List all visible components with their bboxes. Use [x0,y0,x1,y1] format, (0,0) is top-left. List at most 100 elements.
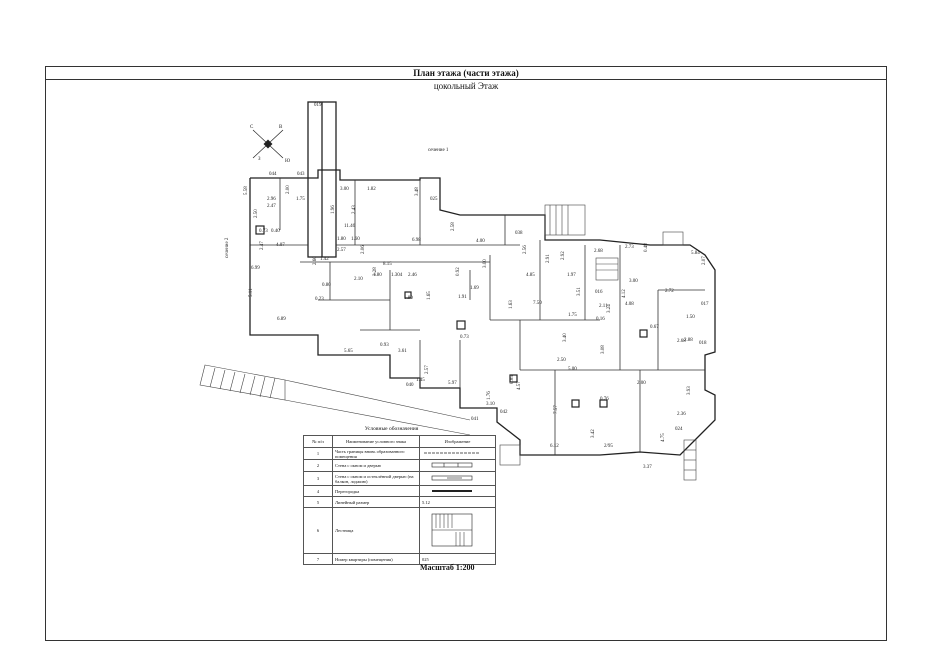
dimension-label: 1.75 [568,313,577,318]
legend-row: 6 Лестница [303,507,496,554]
dimension-label: 7.57 [554,405,559,414]
dimension-label: 5.58 [244,186,249,195]
dimension-label: 1.75 [296,197,305,202]
dimension-label: 1.42 [320,257,329,262]
dimension-label: 3.00 [483,259,488,268]
dimension-label: 1.80 [373,273,382,278]
dimension-label: 3.00 [340,187,349,192]
room-number: 017 [701,302,709,307]
dimension-label: 2.06 [361,245,366,254]
legend-row-name: Перегородка [332,485,420,497]
dimension-label: 2.73 [625,245,634,250]
dimension-label: 2.00 [637,381,646,386]
legend-symbol-wall-window-door [419,459,496,472]
legend-row: 1 Часть границы вновь образованного поме… [303,447,496,460]
legend-title: Условные обозначения [364,426,419,432]
section-label: сечение 2 [225,237,230,258]
dimension-label: 2.50 [557,358,566,363]
legend-row: 7 Номер квартиры (помещения) 025 [303,553,496,565]
dimension-label: 2.11 [599,304,608,309]
dimension-label: 5.11 [249,288,254,297]
dimension-label: 0.23 [315,297,324,302]
legend-row-num: 2 [303,459,333,472]
legend-header-name: Наименование условного знака [332,435,420,448]
legend-symbol-room-number: 025 [419,553,496,565]
legend-row-name: Стена с окном и остеклённой дверью (на б… [332,471,420,486]
dimension-label: 3.24 [607,304,612,313]
dimension-label: 6.99 [251,266,260,271]
legend-row-name: Номер квартиры (помещения) [332,553,420,565]
dimension-label: 1.50 [686,315,695,320]
dimension-label: 3.48 [415,187,420,196]
room-number: 041 [471,417,479,422]
compass-north: С [250,125,254,130]
legend-row-name: Линейный размер [332,496,420,508]
stairs [199,204,697,481]
legend-symbol-boundary [419,447,496,460]
interior-partitions [250,178,705,455]
exterior-walls [249,101,716,456]
compass-west: З [258,157,261,162]
dimension-label: 2.46 [408,273,417,278]
dimension-label: 4.75 [661,433,666,442]
dimension-label: 1.45 [416,378,425,383]
room-number: 043 [297,172,305,177]
dimension-label: 2.56 [523,245,528,254]
dimension-label: 2.10 [354,277,363,282]
dimension-label: 0.67 [650,325,659,330]
legend-row-name: Часть границы вновь образованного помеще… [332,447,420,460]
dimension-label: 1.65 [427,291,432,300]
dimension-label: 5.84 [691,251,700,256]
legend-row-num: 3 [303,471,333,486]
legend-row-num: 1 [303,447,333,460]
dimension-label: 3.40 [563,333,568,342]
dimension-label: 4.85 [526,273,535,278]
dimension-label: 2.47 [267,204,276,209]
dimension-label: 1.304 [391,273,403,278]
dimension-label: 2.72 [665,289,674,294]
dimension-label: 2/95 [604,444,613,449]
legend-symbol-stairs [419,507,496,554]
legend-row-num: 7 [303,553,333,565]
dimension-label: 6.12 [550,444,559,449]
dimension-label: 3.10 [486,402,495,407]
dimension-label: 6.89 [277,317,286,322]
dimension-label: 2.36 [677,412,686,417]
dimension-label: 2.47 [260,241,265,250]
room-number: 025 [430,197,438,202]
dimension-label: 0.40 [271,229,280,234]
dimension-label: 4.57 [517,381,522,390]
dimension-label: 2.58 [451,222,456,231]
dimension-label: 5.97 [448,381,457,386]
legend: Условные обозначения № п/п Наименование … [303,426,496,565]
dimension-label: 3.61 [398,349,407,354]
dimension-label: 0.80 [322,283,331,288]
dimension-label: 1.96 [331,205,336,214]
dimension-label: 11.46 [344,224,356,229]
section-label: сечение 1 [428,148,449,153]
dimension-label: 1.97 [567,273,576,278]
dimension-label: 2.57 [425,365,430,374]
room-number: 038 [515,231,523,236]
dimension-label: 0.16 [596,317,605,322]
legend-header-num: № п/п [303,435,333,448]
dimension-label: 1.69 [470,286,479,291]
dimension-label: 2.96 [267,197,276,202]
legend-row: 4 Перегородка [303,485,496,497]
dimension-label: 7.50 [533,301,542,306]
compass-letters: С Ю З В [250,125,290,164]
dimension-label: 4.08 [625,302,634,307]
dimension-label: 2.57 [337,248,346,253]
compass-south: Ю [285,159,290,164]
dimension-label: 2.68 [677,339,686,344]
legend-row-num: 4 [303,485,333,497]
dimension-label: 2.88 [684,338,693,343]
legend-symbol-dimension: 5.12 [419,496,496,508]
dimension-label: 1.80 [337,237,346,242]
legend-row: 5 Линейный размер 5.12 [303,496,496,508]
dimension-label: 1.63 [509,300,514,309]
compass-icon [252,129,284,159]
